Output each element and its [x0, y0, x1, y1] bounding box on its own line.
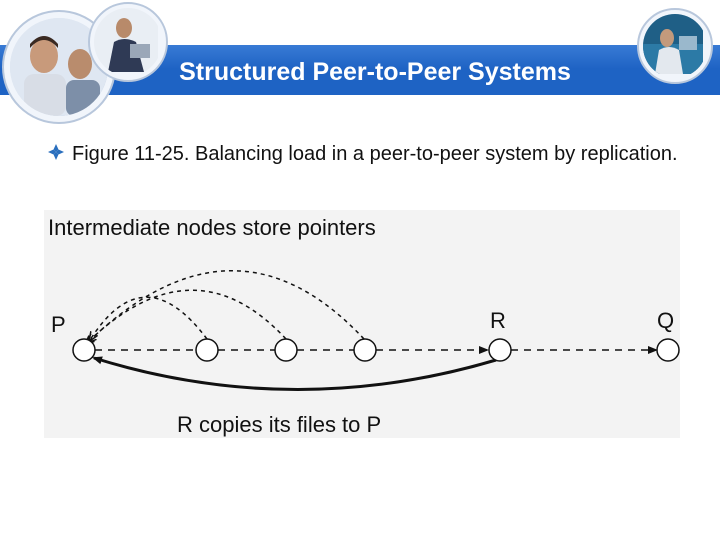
bullet-item: Figure 11-25. Balancing load in a peer-t…	[46, 141, 686, 167]
node-label-r: R	[490, 308, 506, 333]
diagram-heading: Intermediate nodes store pointers	[48, 215, 376, 240]
node-q	[656, 338, 680, 362]
diamond-bullet-icon	[48, 144, 64, 160]
node-r	[488, 338, 512, 362]
node-label-q: Q	[657, 308, 674, 333]
pointer-arc-from-node-1	[90, 296, 208, 340]
pointer-arc-from-node-3	[86, 270, 365, 344]
diagram-panel: Intermediate nodes store pointers P R Q …	[44, 210, 680, 438]
slide-title: Structured Peer-to-Peer Systems	[179, 58, 571, 86]
header-photo-center	[88, 2, 168, 82]
intermediate-node-3	[353, 338, 377, 362]
node-label-p: P	[51, 312, 66, 337]
replication-diagram: Intermediate nodes store pointers P R Q …	[48, 215, 680, 437]
diagram-caption: R copies its files to P	[177, 412, 381, 437]
bullet-text: Figure 11-25. Balancing load in a peer-t…	[72, 143, 678, 165]
pointer-arc-from-node-2	[88, 289, 287, 342]
header-photo-right	[637, 8, 713, 84]
node-p	[72, 338, 96, 362]
intermediate-node-1	[195, 338, 219, 362]
intermediate-node-2	[274, 338, 298, 362]
copy-arc-r-to-p	[92, 356, 497, 391]
